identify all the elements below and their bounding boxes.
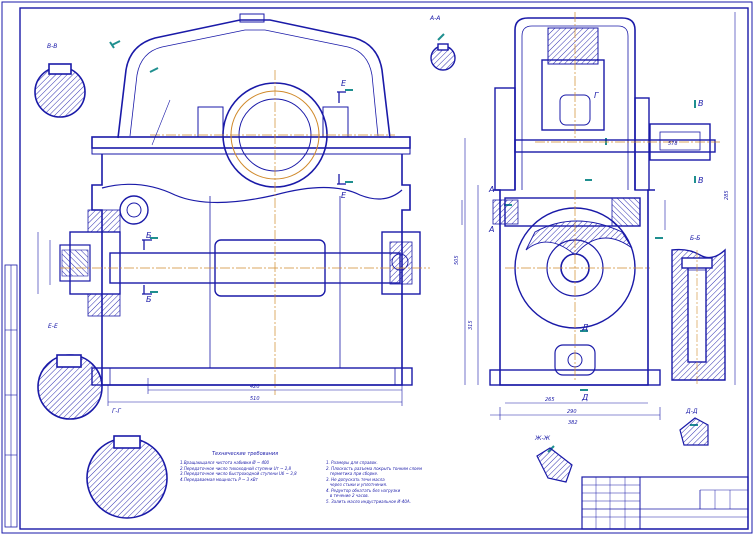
front-view-reducer <box>59 13 421 386</box>
dim-bottom-inner: 420 <box>250 384 260 390</box>
shaft-section-e <box>37 354 103 420</box>
label-section-v: В-В <box>47 43 57 50</box>
drawing-labels: В-В А-А Е-Е Г-Г Б-Б Д-Д Ж-Ж Е Е Б Б В В … <box>47 15 730 442</box>
label-section-e: Е-Е <box>48 323 58 330</box>
notes-right-item: через стыки и уплотнения. <box>326 482 388 487</box>
mark-a-bottom: А <box>488 225 494 234</box>
notes-right: 1. Размеры для справок. 2. Плоскость раз… <box>326 460 422 504</box>
dim-bottom-outer: 510 <box>250 396 260 402</box>
dim-side-lower: 315 <box>468 320 474 330</box>
dim-side-width-1: 265 <box>545 397 555 403</box>
small-section-d <box>679 417 709 446</box>
mark-d-bottom: Д <box>581 393 588 402</box>
notes-left-item: 1.Вращающаяся чистота набивки Ø ~ 400 <box>180 460 270 465</box>
notes-left-item: 3.Передаточное число быстроходной ступен… <box>180 471 297 476</box>
small-section-zh <box>536 447 573 483</box>
label-section-b: Б-Б <box>690 235 700 242</box>
dim-side-height: 505 <box>454 255 460 265</box>
front-view-centerlines <box>60 70 430 395</box>
mark-b-bottom: Б <box>146 295 152 304</box>
label-section-zh: Ж-Ж <box>534 435 551 442</box>
dim-side-width-3: 382 <box>568 420 578 426</box>
notes-left-item: 2.Передаточное число тихоходной ступени … <box>180 465 292 471</box>
notes-title: Технические требования <box>212 451 279 457</box>
dim-side-width-2: 290 <box>567 409 577 415</box>
side-view-dimension-lines <box>461 12 736 420</box>
bolt-section <box>671 248 726 385</box>
mark-b-top: Б <box>146 231 152 240</box>
notes-right-item: 3. Не допускать течи масла <box>326 476 385 482</box>
front-view-dimension-lines <box>37 99 403 406</box>
label-section-a: А-А <box>429 15 440 22</box>
label-section-g: Г-Г <box>112 408 122 415</box>
mark-d-top: Д <box>581 323 588 332</box>
side-view-centerlines <box>505 12 720 380</box>
notes-right-item: 2. Плоскость разъема покрыть тонким слое… <box>326 465 422 471</box>
mark-v-bottom: В <box>698 176 704 185</box>
notes-right-item: 5. Залить масло индустриальное И-40А. <box>326 498 411 504</box>
title-block <box>581 476 749 530</box>
mark-e-bottom: Е <box>341 191 347 200</box>
mark-g: Г <box>594 91 599 100</box>
front-cutting-marks <box>142 91 346 295</box>
notes-left-item: 4.Передаваемая мощность P ~ 3 кВт <box>180 476 258 482</box>
label-section-d: Д-Д <box>685 408 698 415</box>
notes-right-item: в течение 2 часов. <box>326 493 369 498</box>
dim-right-total: 578 <box>668 141 678 147</box>
shaft-section-v <box>34 63 86 118</box>
mark-e-top: Е <box>341 79 347 88</box>
notes-right-item: герметика при сборке. <box>326 471 379 476</box>
shaft-section-g <box>86 435 168 519</box>
mark-a-top: А <box>488 185 494 194</box>
notes-right-item: 1. Размеры для справок. <box>326 460 378 465</box>
dim-side-base: 285 <box>724 190 730 200</box>
shaft-section-a <box>430 43 456 71</box>
notes-left: 1.Вращающаяся чистота набивки Ø ~ 400 2.… <box>180 460 297 482</box>
notes-right-item: 4. Редуктор обкатать без нагрузки <box>326 487 401 493</box>
mark-v-top: В <box>698 99 704 108</box>
